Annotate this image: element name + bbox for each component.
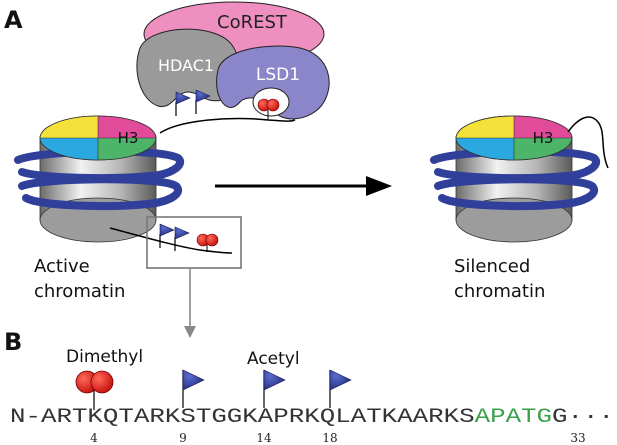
histone-tail-upper — [159, 117, 296, 134]
sequence-prefix: N- — [10, 406, 41, 429]
silenced-caption-line2: chromatin — [454, 281, 545, 302]
methyl-dot-icon — [266, 98, 280, 112]
active-h3-label: H3 — [118, 129, 139, 147]
lsd1-label: LSD1 — [256, 65, 300, 85]
dna-wrap — [434, 175, 598, 210]
sequence-black: ARTKQTARKSTGGKAPRKQLATKAARKS — [41, 406, 475, 429]
panel-b-label: B — [4, 328, 22, 356]
active-caption-line1: Active — [34, 256, 90, 277]
methyl-dot-icon — [205, 233, 219, 247]
acetyl-flag-icon — [329, 369, 352, 408]
histone-tail-silenced — [567, 116, 609, 169]
silenced-nucleosome: H3 — [430, 115, 609, 243]
position-4: 4 — [90, 431, 98, 445]
acetyl-flag-icon — [175, 91, 191, 117]
active-nucleosome: H3 — [14, 115, 296, 254]
hdac1-protein — [136, 28, 241, 108]
panel-a-label: A — [4, 6, 23, 34]
methyl-dot-icon — [90, 370, 114, 394]
dna-wrap — [18, 175, 182, 210]
histone-tail-lower — [109, 227, 233, 254]
silenced-caption-line1: Silenced — [454, 256, 530, 277]
position-18: 18 — [322, 431, 337, 445]
position-14: 14 — [256, 431, 272, 445]
silenced-h3-label: H3 — [533, 129, 554, 147]
dimethyl-label: Dimethyl — [66, 347, 143, 367]
acetyl-label: Acetyl — [247, 349, 300, 369]
hdac1-label: HDAC1 — [158, 56, 214, 75]
sequence-suffix: G··· — [552, 406, 614, 429]
position-33: 33 — [570, 431, 585, 445]
sequence-green: APATG — [475, 406, 552, 429]
position-9: 9 — [179, 431, 187, 445]
acetyl-flag-icon — [263, 369, 286, 408]
corest-complex: CoREST HDAC1 LSD1 — [136, 1, 330, 120]
lsd1-protein — [216, 45, 330, 120]
silencing-arrowhead — [366, 176, 392, 196]
tail-highlight-box — [146, 216, 242, 269]
active-caption-line2: chromatin — [34, 281, 125, 302]
acetyl-flag-icon — [182, 369, 205, 408]
corest-label: CoREST — [217, 12, 288, 33]
